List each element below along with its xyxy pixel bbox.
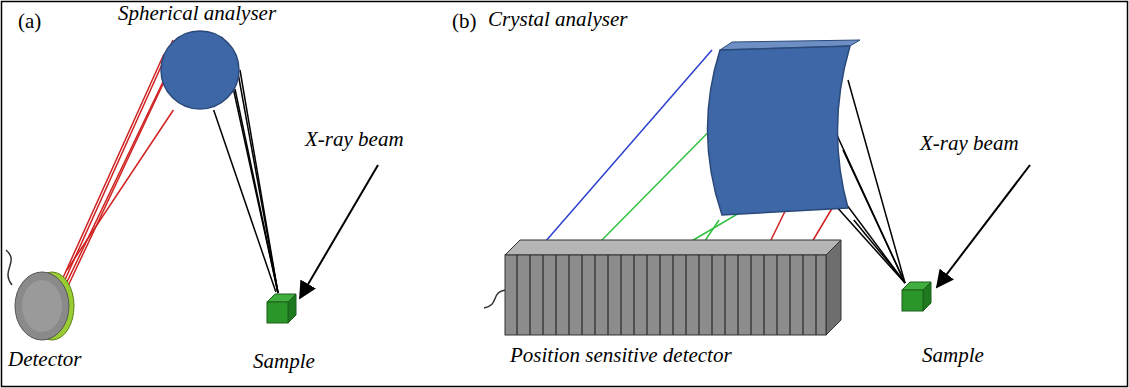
xray-arrow (300, 165, 378, 298)
sample-shape (900, 280, 933, 313)
panel-label: (b) (452, 10, 477, 33)
ray-connector (214, 110, 276, 292)
node-label: Sample (922, 344, 984, 367)
node-label: Crystal analyser (488, 8, 627, 31)
spherical-analyser-shape (160, 30, 240, 110)
sample: Sample (900, 280, 933, 313)
cable (6, 250, 12, 285)
node-label: Sample (253, 350, 315, 373)
node-label: Detector (8, 348, 81, 371)
position-sensitive-detector-shape (505, 240, 841, 336)
xray-arrow (937, 165, 1030, 287)
detector: Detector (8, 270, 78, 342)
beam-label: X-ray beam (305, 128, 404, 151)
crystal-analyser: Crystal analyser (700, 40, 860, 220)
node-label: Spherical analyser (118, 2, 276, 25)
detector-shape (8, 270, 78, 342)
crystal-analyser-shape (700, 40, 860, 220)
sample-shape (265, 292, 298, 325)
beam-label: X-ray beam (920, 132, 1019, 155)
cable (484, 290, 506, 308)
sample: Sample (265, 292, 298, 325)
node-label: Position sensitive detector (510, 344, 732, 367)
ray-connector (854, 220, 903, 280)
ray-connector (67, 110, 173, 270)
ray-connector (706, 220, 720, 240)
position-sensitive-detector: Position sensitive detector (505, 240, 841, 336)
panel-label: (a) (18, 10, 41, 33)
spherical-analyser: Spherical analyser (160, 30, 240, 110)
